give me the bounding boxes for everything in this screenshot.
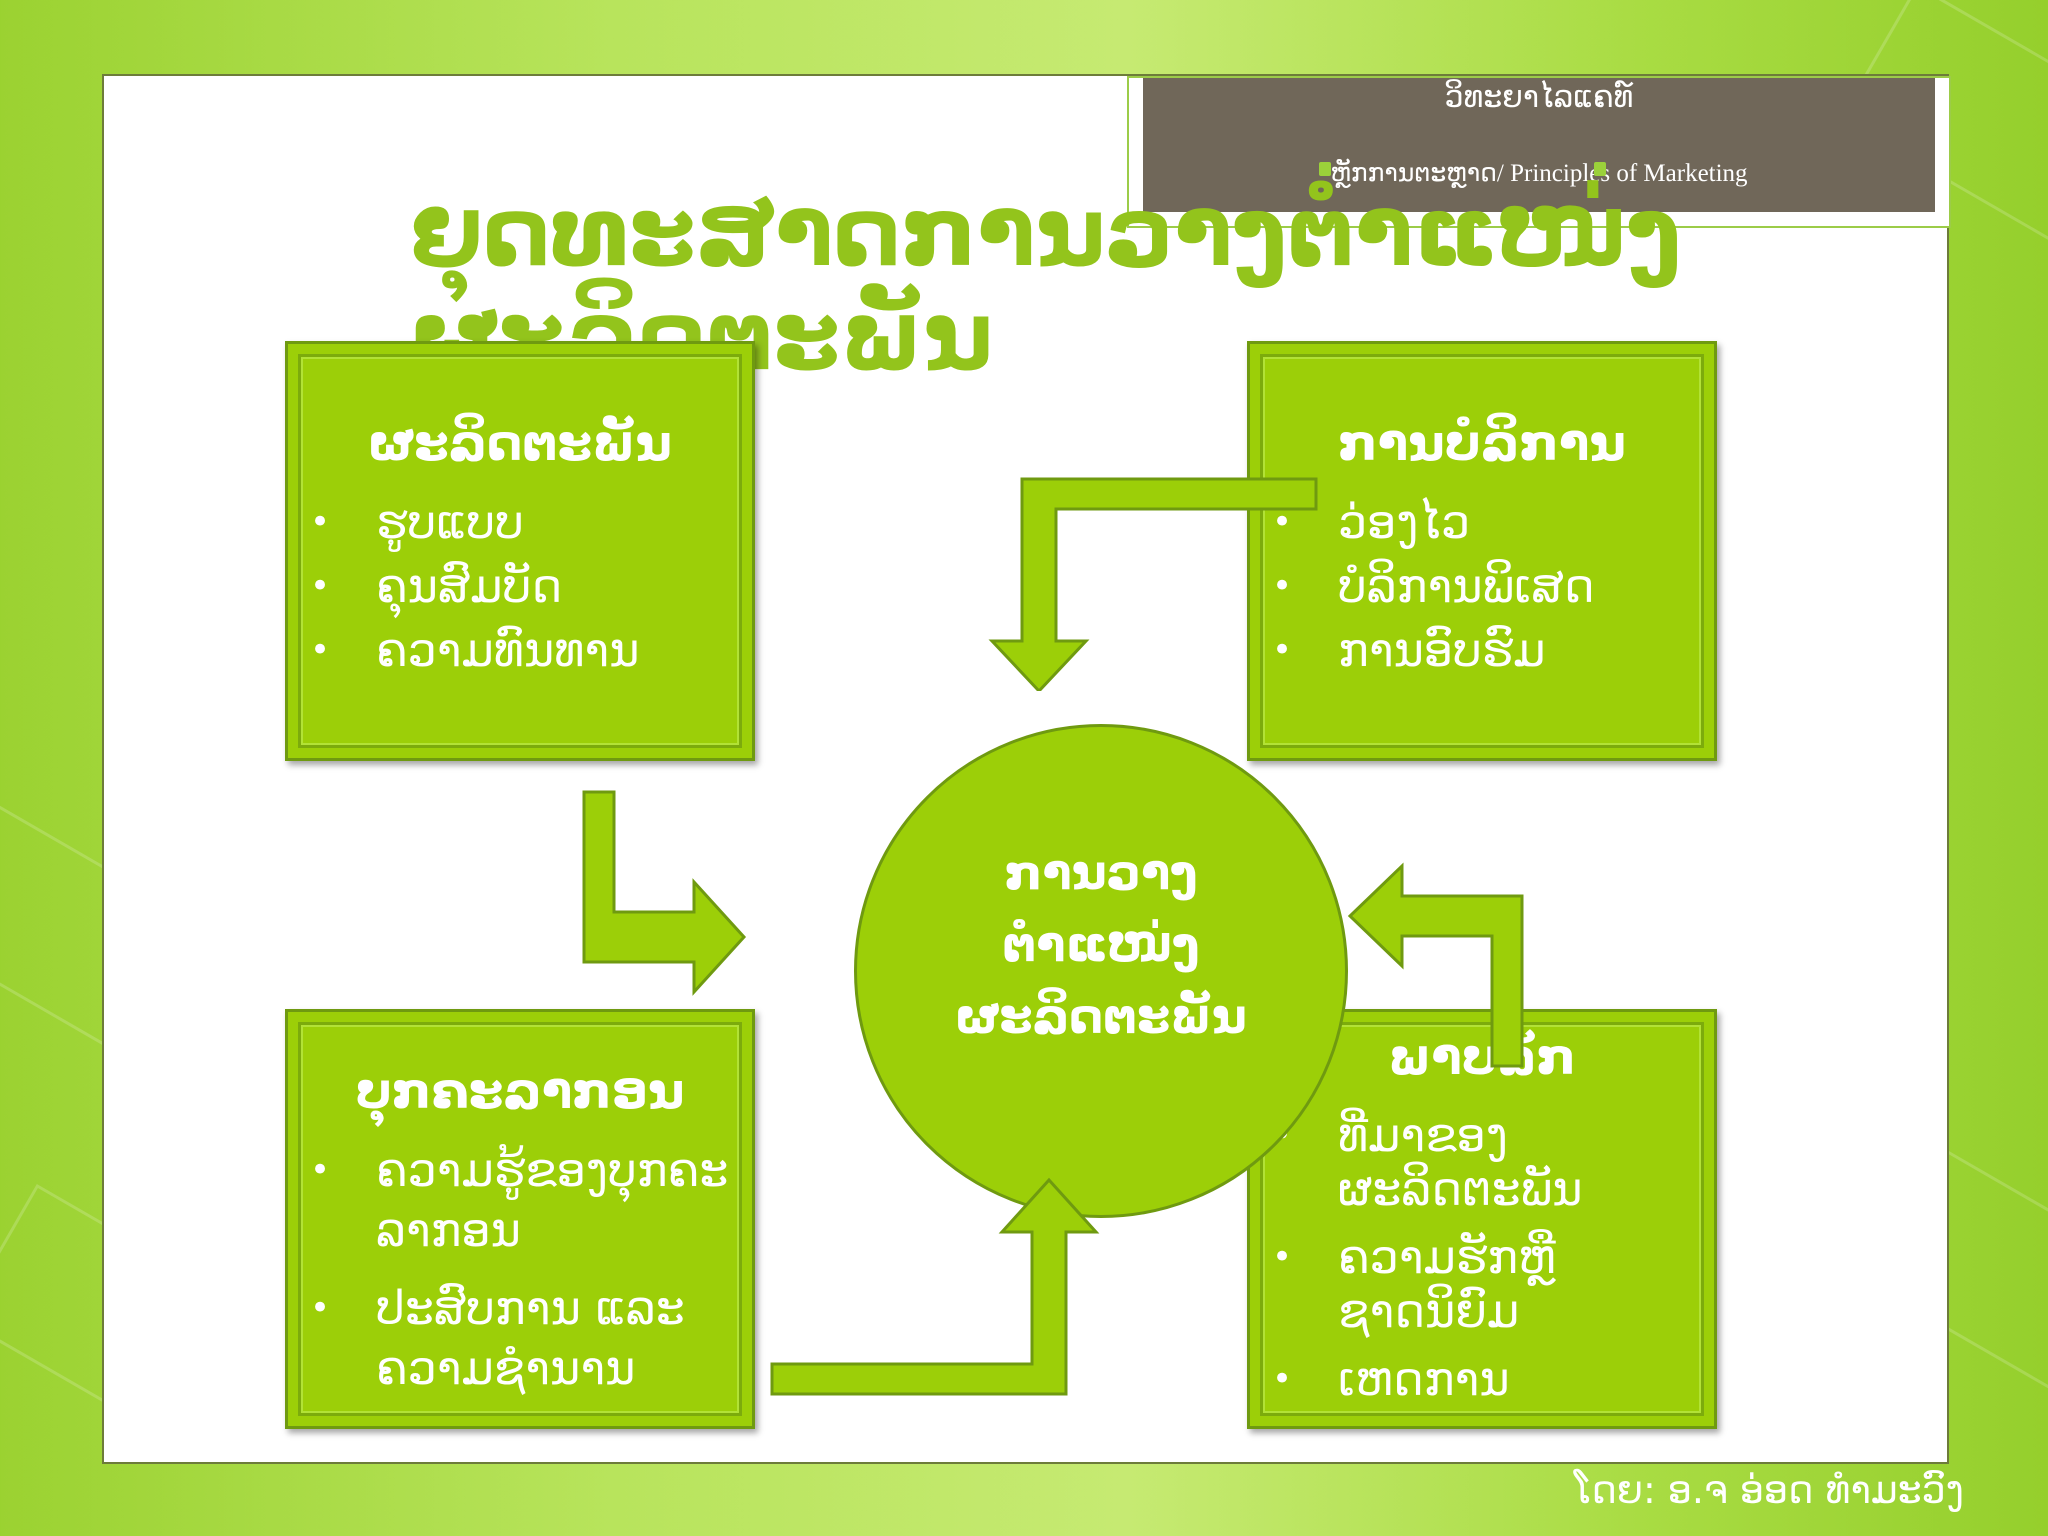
author-credit: ໂດຍ: ອ.ຈ ອ່ອດ ທຳມະວົງ [1573,1468,1964,1512]
center-circle: ການວາງຕຳແໜ່ງຜະລິດຕະພັນ [854,724,1348,1218]
list-item: ວ່ອງໄວ [1272,492,1718,552]
center-circle-label: ການວາງຕຳແໜ່ງຜະລິດຕະພັນ [955,845,1247,1045]
service-list: ວ່ອງໄວ ບໍລິການພິເສດ ການອົບຮົມ [1268,492,1718,684]
course-header-panel: ວິທະຍາໄລແຄທ໌ ຫຼັກການຕະຫຼາດ/ Principles o… [1143,78,1935,212]
list-item: ຮູບແບບ [310,492,756,552]
image-box: ພາບລັກ ທີ່ມາຂອງຜະລິດຕະພັນ ຄວາມຮັກຫຼືຊາດນ… [1247,1009,1717,1429]
service-box-title: ການບໍລິການ [1338,414,1626,472]
course-header: ວິທະຍາໄລແຄທ໌ ຫຼັກການຕະຫຼາດ/ Principles o… [1127,76,1951,228]
list-item: ການອົບຮົມ [1272,620,1718,680]
list-item: ປະສົບການ ແລະ ຄວາມຊຳນານ [310,1278,756,1398]
slide-panel: ວິທະຍາໄລແຄທ໌ ຫຼັກການຕະຫຼາດ/ Principles o… [102,74,1951,1464]
personnel-list: ຄວາມຮູ້ຂອງບຸກຄະລາກອນ ປະສົບການ ແລະ ຄວາມຊຳ… [306,1140,756,1402]
service-box: ການບໍລິການ ວ່ອງໄວ ບໍລິການພິເສດ ການອົບຮົມ [1247,341,1717,761]
header-marker-right [1594,162,1606,176]
product-box: ຜະລິດຕະພັນ ຮູບແບບ ຄຸນສົມບັດ ຄວາມທົນທານ [285,341,755,761]
list-item: ເຫດການ [1272,1352,1718,1406]
image-list: ທີ່ມາຂອງຜະລິດຕະພັນ ຄວາມຮັກຫຼືຊາດນິຍົມ ເຫ… [1268,1108,1718,1410]
list-item: ຄຸນສົມບັດ [310,556,756,616]
arrow-icon-product-to-center [582,790,747,996]
product-box-title: ຜະລິດຕະພັນ [368,414,672,472]
arrow-icon-personnel-to-center [770,1177,1100,1396]
course-name: ຫຼັກການຕະຫຼາດ/ Principles of Marketing [1330,160,1748,187]
header-marker-left [1319,162,1331,176]
arrow-icon-service-to-center [988,477,1318,691]
box-inner-border [1260,1022,1704,1416]
personnel-box-title: ບຸກຄະລາກອນ [355,1062,685,1120]
image-box-title: ພາບລັກ [1387,1028,1577,1086]
college-name: ວິທະຍາໄລແຄທ໌ [1444,80,1634,115]
arrow-icon-image-to-center [1347,862,1524,1068]
list-item: ທີ່ມາຂອງຜະລິດຕະພັນ [1272,1108,1718,1216]
list-item: ຄວາມຮັກຫຼືຊາດນິຍົມ [1272,1230,1718,1338]
list-item: ບໍລິການພິເສດ [1272,556,1718,616]
product-list: ຮູບແບບ ຄຸນສົມບັດ ຄວາມທົນທານ [306,492,756,684]
personnel-box: ບຸກຄະລາກອນ ຄວາມຮູ້ຂອງບຸກຄະລາກອນ ປະສົບການ… [285,1009,755,1429]
list-item: ຄວາມຮູ້ຂອງບຸກຄະລາກອນ [310,1140,756,1260]
list-item: ຄວາມທົນທານ [310,620,756,680]
